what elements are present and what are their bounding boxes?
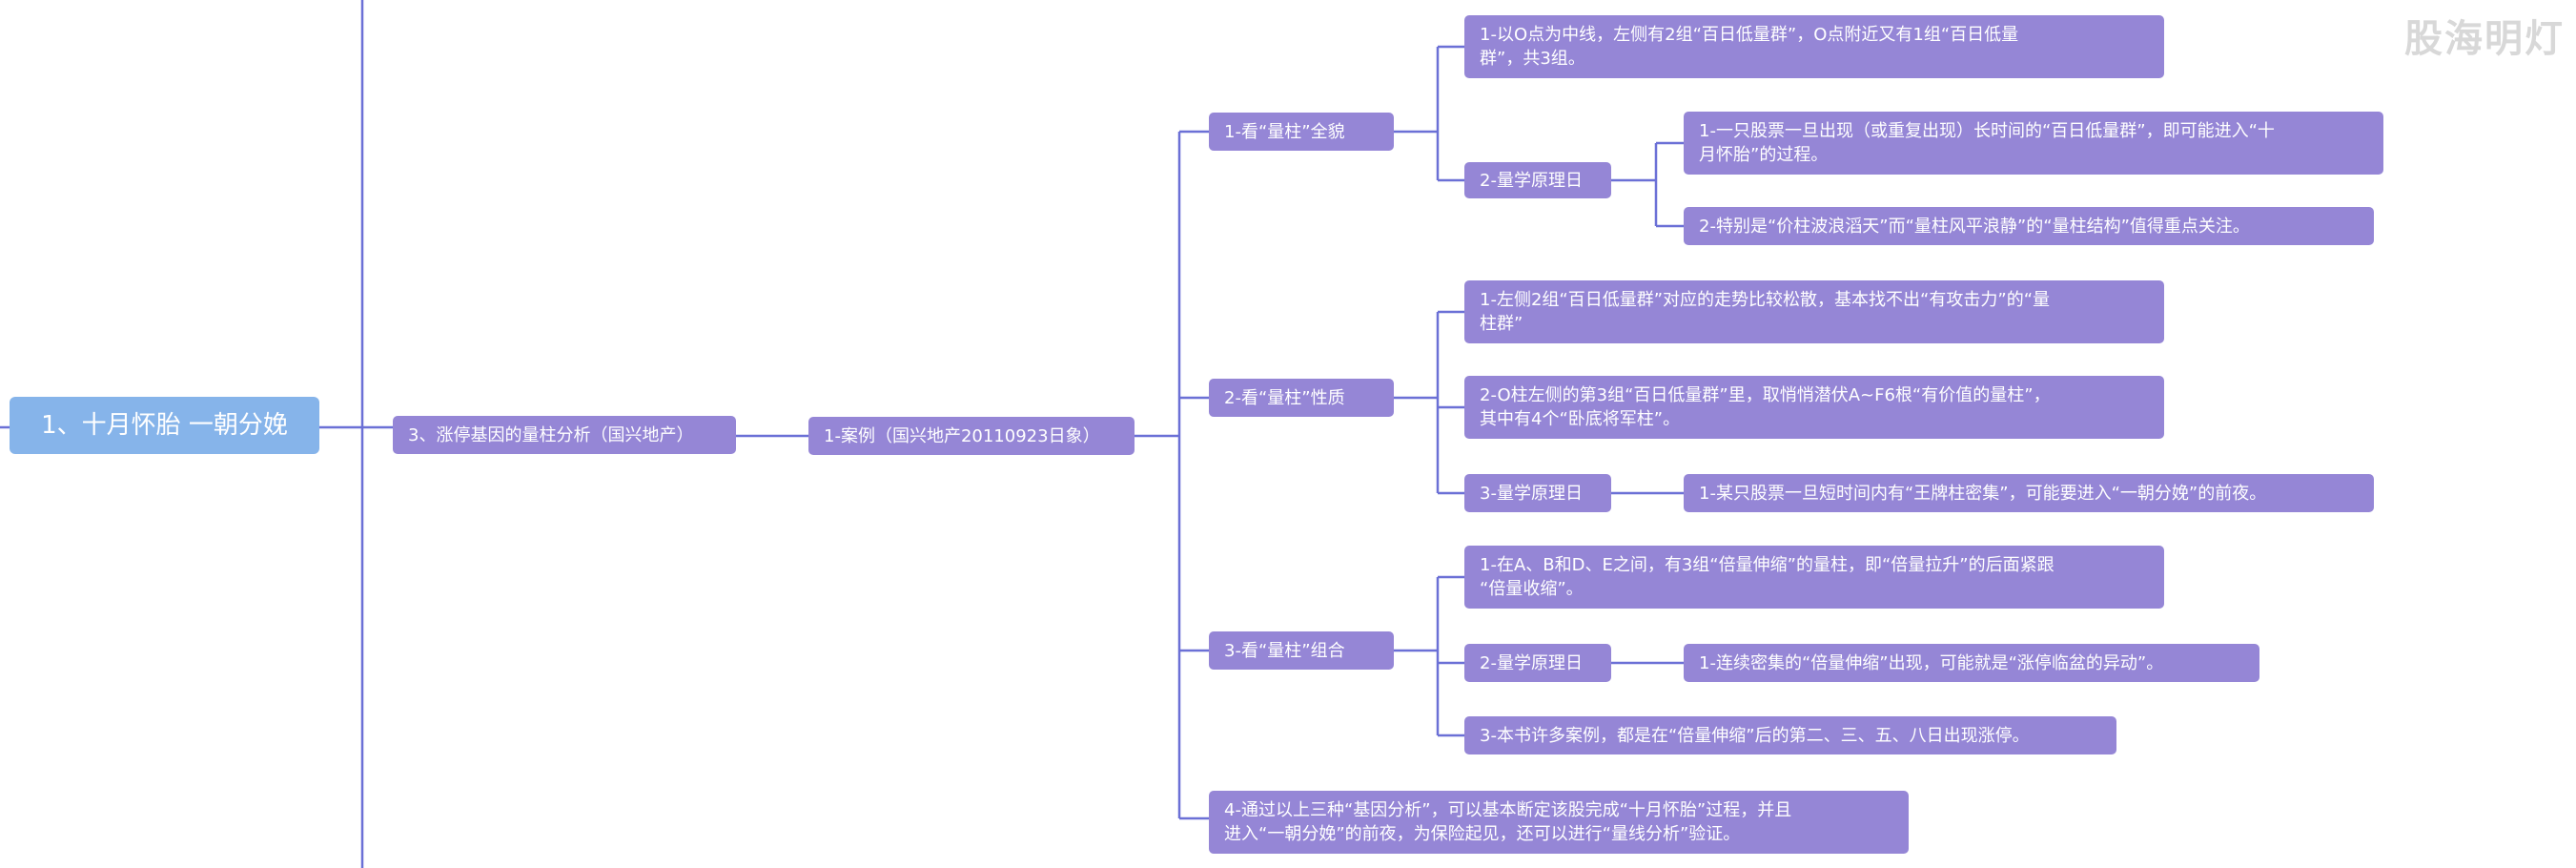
topic-branch2-principle-label: 3-量学原理日 — [1480, 483, 1583, 504]
topic-branch3-item1[interactable]: 1-在A、B和D、E之间，有3组“倍量伸缩”的量柱，即“倍量拉升”的后面紧跟 “… — [1464, 546, 2164, 609]
topic-branch1-label: 1-看“量柱”全貌 — [1224, 121, 1345, 142]
topic-branch2-principle-item1-label: 1-某只股票一旦短时间内有“王牌柱密集”，可能要进入“一朝分娩”的前夜。 — [1699, 483, 2267, 504]
topic-branch2-principle[interactable]: 3-量学原理日 — [1464, 474, 1611, 512]
topic-branch3-item3-label: 3-本书许多案例，都是在“倍量伸缩”后的第二、三、五、八日出现涨停。 — [1480, 725, 2030, 746]
topic-branch1-principle-item2[interactable]: 2-特别是“价柱波浪滔天”而“量柱风平浪静”的“量柱结构”值得重点关注。 — [1684, 207, 2374, 245]
topic-branch1-principle-item1[interactable]: 1-一只股票一旦出现（或重复出现）长时间的“百日低量群”，即可能进入“十 月怀胎… — [1684, 112, 2383, 175]
topic-branch3-item3[interactable]: 3-本书许多案例，都是在“倍量伸缩”后的第二、三、五、八日出现涨停。 — [1464, 716, 2116, 754]
topic-branch3-principle-item1[interactable]: 1-连续密集的“倍量伸缩”出现，可能就是“涨停临盆的异动”。 — [1684, 644, 2259, 682]
root-topic[interactable]: 1、十月怀胎 一朝分娩 — [10, 397, 319, 454]
topic-branch1-principle[interactable]: 2-量学原理日 — [1464, 162, 1611, 198]
topic-gene-analysis-label: 3、涨停基因的量柱分析（国兴地产） — [408, 424, 694, 445]
topic-branch2-item2[interactable]: 2-O柱左侧的第3组“百日低量群”里，取悄悄潜伏A~F6根“有价值的量柱”， 其… — [1464, 376, 2164, 439]
topic-branch2-item1[interactable]: 1-左侧2组“百日低量群”对应的走势比较松散，基本找不出“有攻击力”的“量 柱群… — [1464, 280, 2164, 343]
topic-branch2-label: 2-看“量柱”性质 — [1224, 387, 1345, 408]
topic-case[interactable]: 1-案例（国兴地产20110923日象） — [808, 417, 1135, 455]
topic-branch3-principle[interactable]: 2-量学原理日 — [1464, 644, 1611, 682]
topic-gene-analysis[interactable]: 3、涨停基因的量柱分析（国兴地产） — [393, 416, 736, 454]
root-topic-label: 1、十月怀胎 一朝分娩 — [41, 410, 288, 440]
topic-branch3-label: 3-看“量柱”组合 — [1224, 640, 1345, 661]
topic-branch3-principle-label: 2-量学原理日 — [1480, 652, 1583, 673]
topic-branch4[interactable]: 4-通过以上三种“基因分析”，可以基本断定该股完成“十月怀胎”过程，并且 进入“… — [1209, 791, 1909, 854]
topic-case-label: 1-案例（国兴地产20110923日象） — [824, 425, 1100, 446]
topic-branch3-principle-item1-label: 1-连续密集的“倍量伸缩”出现，可能就是“涨停临盆的异动”。 — [1699, 652, 2164, 673]
topic-branch1-principle-item1-label: 1-一只股票一旦出现（或重复出现）长时间的“百日低量群”，即可能进入“十 月怀胎… — [1699, 121, 2275, 165]
topic-branch2[interactable]: 2-看“量柱”性质 — [1209, 379, 1394, 417]
topic-branch1-principle-item2-label: 2-特别是“价柱波浪滔天”而“量柱风平浪静”的“量柱结构”值得重点关注。 — [1699, 216, 2250, 237]
watermark-logo: 股海明灯 — [2404, 17, 2565, 61]
topic-branch2-principle-item1[interactable]: 1-某只股票一旦短时间内有“王牌柱密集”，可能要进入“一朝分娩”的前夜。 — [1684, 474, 2374, 512]
topic-branch4-label: 4-通过以上三种“基因分析”，可以基本断定该股完成“十月怀胎”过程，并且 进入“… — [1224, 800, 1792, 844]
topic-branch2-item1-label: 1-左侧2组“百日低量群”对应的走势比较松散，基本找不出“有攻击力”的“量 柱群… — [1480, 290, 2051, 334]
topic-branch2-item2-label: 2-O柱左侧的第3组“百日低量群”里，取悄悄潜伏A~F6根“有价值的量柱”， 其… — [1480, 385, 2051, 429]
topic-branch1-principle-label: 2-量学原理日 — [1480, 170, 1583, 191]
topic-branch3-item1-label: 1-在A、B和D、E之间，有3组“倍量伸缩”的量柱，即“倍量拉升”的后面紧跟 “… — [1480, 555, 2055, 599]
topic-branch1-item1-label: 1-以O点为中线，左侧有2组“百日低量群”，O点附近又有1组“百日低量 群”，共… — [1480, 25, 2019, 69]
topic-branch1[interactable]: 1-看“量柱”全貌 — [1209, 113, 1394, 151]
topic-branch1-item1[interactable]: 1-以O点为中线，左侧有2组“百日低量群”，O点附近又有1组“百日低量 群”，共… — [1464, 15, 2164, 78]
topic-branch3[interactable]: 3-看“量柱”组合 — [1209, 631, 1394, 670]
